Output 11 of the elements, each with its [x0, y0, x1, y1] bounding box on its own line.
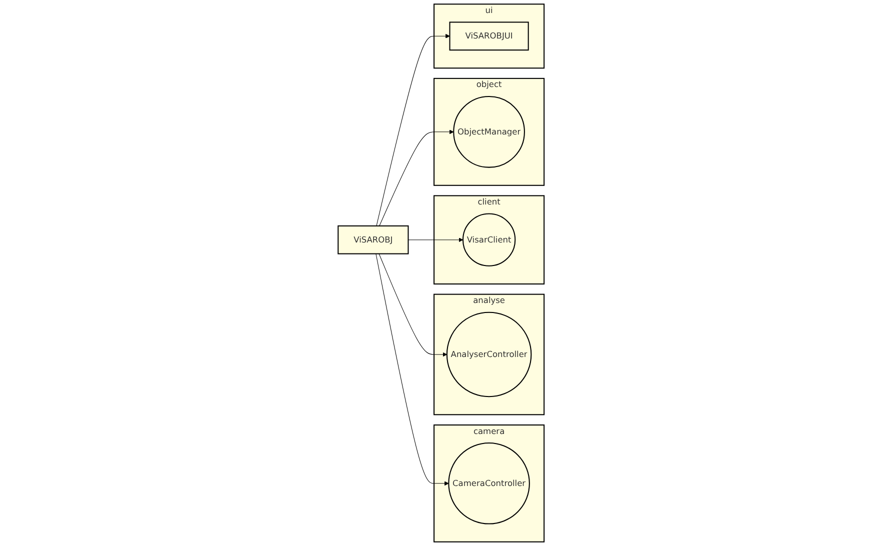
arrow — [408, 238, 464, 242]
arrow — [379, 130, 454, 226]
arrow — [376, 254, 449, 486]
node-circle: VisarClient — [462, 213, 516, 266]
arrow — [376, 34, 450, 226]
node-circle: CameraController — [448, 442, 530, 524]
node-circle: AnalyserController — [446, 312, 532, 398]
node-box: ViSAROBJ — [338, 225, 409, 254]
node-box: ViSAROBJUI — [449, 22, 529, 51]
arrow — [378, 254, 448, 357]
node-circle: ObjectManager — [453, 96, 525, 168]
